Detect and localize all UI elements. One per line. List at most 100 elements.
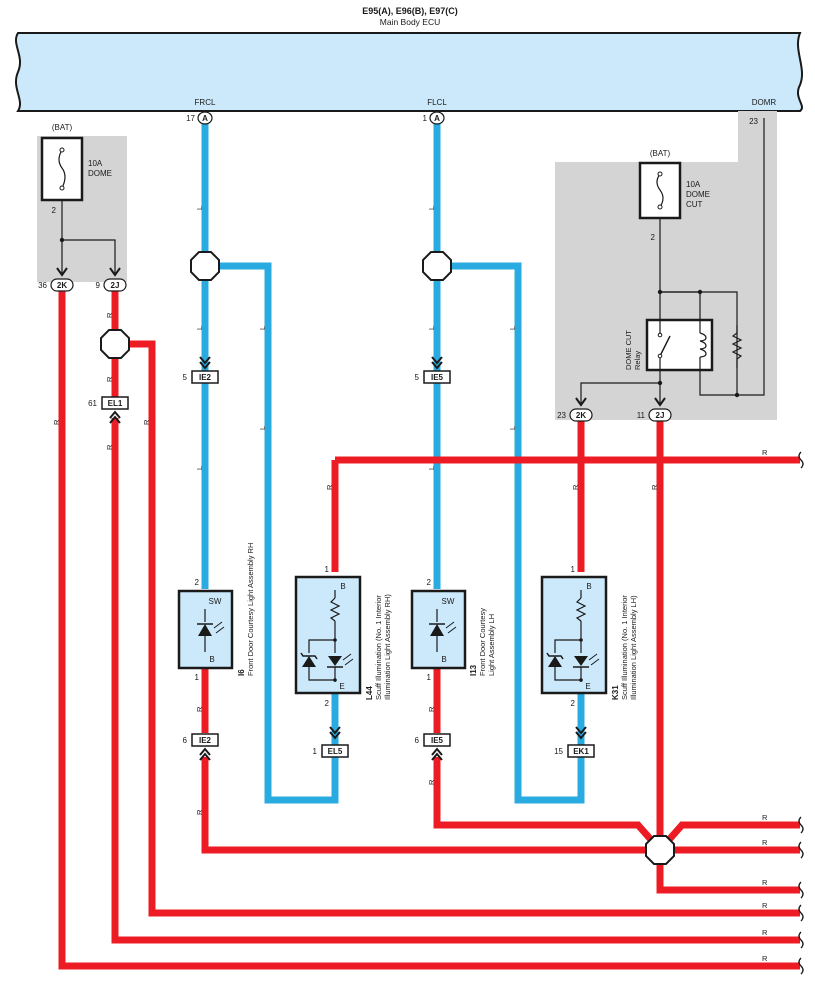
l44-name-1: Scuff Illumination (No. 1 Interior [374, 595, 383, 700]
zener-diode-icon [302, 656, 316, 667]
blue-wires [201, 123, 585, 804]
l44-top-pin: 1 [325, 565, 330, 574]
led-icon [198, 624, 212, 636]
k31-name-1: Scuff Illumination (No. 1 Interior [620, 595, 629, 700]
k31-bottom-terminal: E [585, 682, 590, 691]
dome-cut-fuse-name-2: CUT [686, 200, 703, 209]
i6-code: I6 [237, 669, 246, 676]
fuse-element-icon [656, 173, 664, 208]
junction-2j-right-label: 2J [656, 411, 665, 420]
resistor-icon [329, 597, 341, 622]
i6-bottom-terminal: B [209, 655, 214, 664]
ecu-connector-flcl-label: A [434, 114, 440, 123]
i13-name-2: Light Assembly LH [487, 614, 496, 676]
junction-dot [657, 289, 663, 295]
wire-flcl-branch-k31 [437, 262, 585, 804]
i13-name-1: Front Door Courtesy [478, 608, 487, 676]
led-icon [430, 624, 444, 636]
wire-label-r: R [325, 484, 334, 490]
connector-ie2-top-label: IE2 [199, 373, 212, 382]
i13-top-terminal: SW [442, 597, 455, 606]
wire-label-l: L [508, 426, 517, 430]
connector-ie5-top-label: IE5 [431, 373, 444, 382]
relay-switch-contact-icon [659, 335, 671, 357]
led-icon [574, 656, 588, 666]
connector-ek1: EK1 15 [554, 726, 595, 758]
component-i6: SW B 2 1 I6 Front Door Courtesy Light As… [177, 543, 255, 682]
wire-label-l: L [258, 326, 267, 330]
connector-ie2-top-pin: 5 [183, 373, 188, 382]
fuse-element-icon [58, 149, 66, 189]
wire-break-marks [798, 451, 804, 975]
wire-label-r: R [52, 419, 61, 425]
wire-label-l: L [427, 206, 436, 210]
wire-label-r: R [105, 312, 114, 318]
junction-2k-left-pin: 36 [38, 281, 47, 290]
dome-cut-fuse-rating: 10A [686, 180, 701, 189]
connector-ek1-pin: 15 [554, 747, 563, 756]
wire-color-labels: L L L L L L L L L L R R R R R R R R R R … [52, 206, 768, 963]
wire-el1-down [111, 418, 800, 944]
wire-label-r: R [427, 779, 436, 785]
connector-ie5-bottom-pin: 6 [415, 736, 420, 745]
component-k31: B E 1 2 K31 Scuff Illumination (No. 1 In… [540, 565, 638, 708]
dome-cut-fuse-supply: (BAT) [650, 149, 671, 158]
wire-label-r: R [762, 954, 768, 963]
wire-label-r: R [105, 444, 114, 450]
k31-top-pin: 1 [571, 565, 576, 574]
l44-bottom-terminal: E [339, 682, 344, 691]
ecu-connector-flcl [429, 111, 445, 125]
relay-coil-icon [699, 332, 707, 358]
wire-label-l: L [508, 326, 517, 330]
wire-splice-left-branch [115, 340, 800, 917]
junction-dot [697, 289, 703, 295]
main-body-ecu-block [15, 32, 803, 112]
dome-fuse-pin: 2 [52, 206, 57, 215]
connector-ie5-bottom: IE5 6 [415, 733, 451, 761]
i6-bottom-pin: 1 [195, 673, 200, 682]
junction-2k-left-label: 2K [57, 281, 67, 290]
wire-label-r: R [762, 838, 768, 847]
junction-2k-left: 2K 36 [38, 267, 74, 292]
wire-ie2-bottom [201, 757, 800, 854]
splice-frcl [190, 251, 220, 281]
wire-label-l: L [195, 326, 204, 330]
ecu-pin-domr-name: DOMR [752, 98, 777, 107]
wire-label-r: R [762, 878, 768, 887]
ecu-name-label: Main Body ECU [380, 17, 440, 27]
wire-label-r: R [105, 376, 114, 382]
k31-top-terminal: B [586, 582, 591, 591]
connector-el5-label: EL5 [328, 747, 343, 756]
connector-ie5-top: IE5 5 [415, 356, 451, 384]
wire-label-r: R [650, 484, 659, 490]
junction-2k-right: 2K 23 [557, 397, 593, 422]
ecu-connector-frcl [197, 111, 213, 125]
i6-name: Front Door Courtesy Light Assembly RH [246, 543, 255, 676]
connector-el1-pin: 61 [88, 399, 97, 408]
i13-top-pin: 2 [427, 578, 432, 587]
wire-label-l: L [427, 326, 436, 330]
junction-2j-left-pin: 9 [96, 281, 101, 290]
wire-label-r: R [762, 448, 768, 457]
wire-label-l: L [195, 206, 204, 210]
connector-ie2-bottom-pin: 6 [183, 736, 188, 745]
ecu-pin-flcl-name: FLCL [427, 98, 447, 107]
wire-label-l: L [195, 466, 204, 470]
wire-splice-right-top [657, 821, 800, 853]
junction-2j-right: 2J 11 [637, 397, 672, 422]
connector-ek1-label: EK1 [573, 747, 589, 756]
wire-2k-left [58, 290, 800, 970]
ecu-pin-frcl-name: FRCL [195, 98, 216, 107]
i13-code: I13 [469, 664, 478, 676]
connector-el1: EL1 61 [88, 396, 129, 424]
ecu-connector-frcl-label: A [202, 114, 208, 123]
junction-dot [734, 392, 740, 398]
wire-label-l: L [427, 466, 436, 470]
wire-label-r: R [195, 809, 204, 815]
wire-label-r: R [427, 706, 436, 712]
junction-2j-left-label: 2J [111, 281, 120, 290]
connector-ie2-bottom-label: IE2 [199, 736, 212, 745]
junction-2j-right-pin: 11 [637, 411, 646, 420]
relay-resistor-icon [731, 325, 743, 368]
wire-label-r: R [762, 901, 768, 910]
